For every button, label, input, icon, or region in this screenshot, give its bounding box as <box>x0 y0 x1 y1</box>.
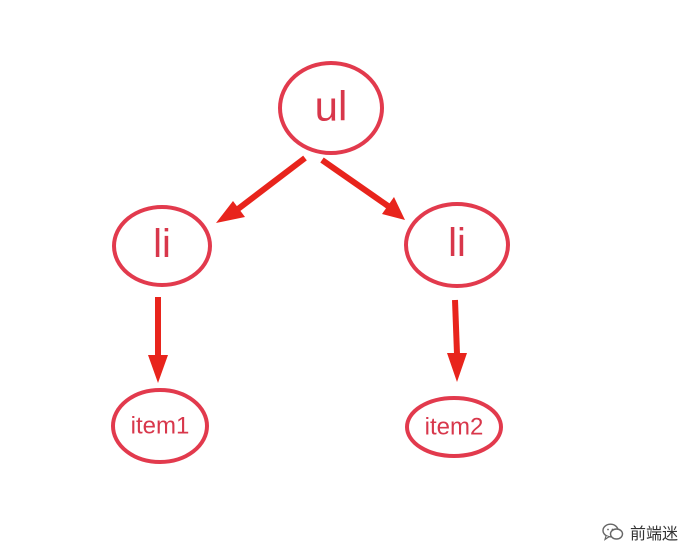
watermark-text: 前端迷 <box>629 524 678 543</box>
wechat-icon <box>602 523 624 541</box>
node-item2: item2 <box>405 396 503 458</box>
node-item1-label: item1 <box>131 413 190 440</box>
node-item2-label: item2 <box>425 414 484 441</box>
edge-ul-to-li-left <box>216 155 307 223</box>
node-ul-label: ul <box>315 83 348 130</box>
watermark: 前端迷 <box>602 520 678 544</box>
node-li-right: li <box>404 202 510 288</box>
edge-li-right-to-item2 <box>447 299 467 382</box>
node-li-left: li <box>112 205 212 287</box>
node-li-right-label: li <box>448 221 466 265</box>
node-ul: ul <box>278 61 384 155</box>
node-li-left-label: li <box>153 222 171 266</box>
edge-li-left-to-item1 <box>148 297 168 383</box>
node-item1: item1 <box>111 388 209 464</box>
edge-ul-to-li-right <box>320 157 405 220</box>
